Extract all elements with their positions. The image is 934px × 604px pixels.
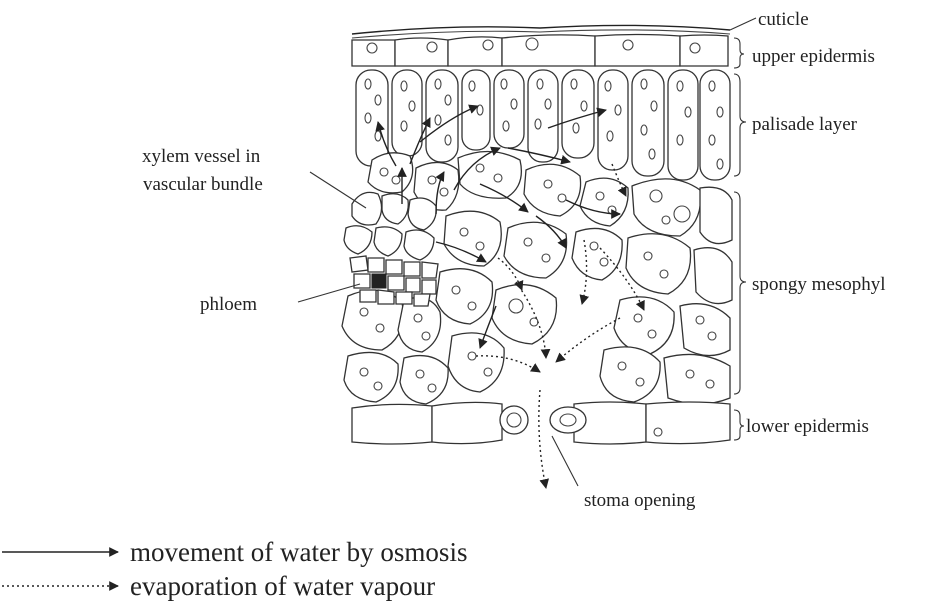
phloem-cells [350, 256, 438, 306]
label-spongy-mesophyl: spongy mesophyl [752, 274, 886, 295]
label-phloem: phloem [200, 294, 257, 315]
label-upper-epidermis: upper epidermis [752, 46, 875, 67]
label-cuticle: cuticle [758, 9, 809, 30]
label-lower-epidermis: lower epidermis [746, 416, 869, 437]
cuticle-layer [352, 25, 730, 34]
guard-cells [500, 406, 586, 434]
legend-osmosis-label: movement of water by osmosis [130, 537, 467, 567]
label-palisade-layer: palisade layer [752, 114, 858, 135]
upper-epidermis-cells [352, 35, 728, 67]
label-xylem-line2: vascular bundle [143, 174, 263, 195]
legend: movement of water by osmosis evaporation… [2, 537, 467, 601]
lower-epidermis-cells [352, 402, 730, 444]
label-stoma-opening: stoma opening [584, 490, 696, 511]
legend-evaporation-label: evaporation of water vapour [130, 571, 435, 601]
layer-brackets [734, 38, 746, 440]
label-xylem-line1: xylem vessel in [142, 146, 261, 167]
